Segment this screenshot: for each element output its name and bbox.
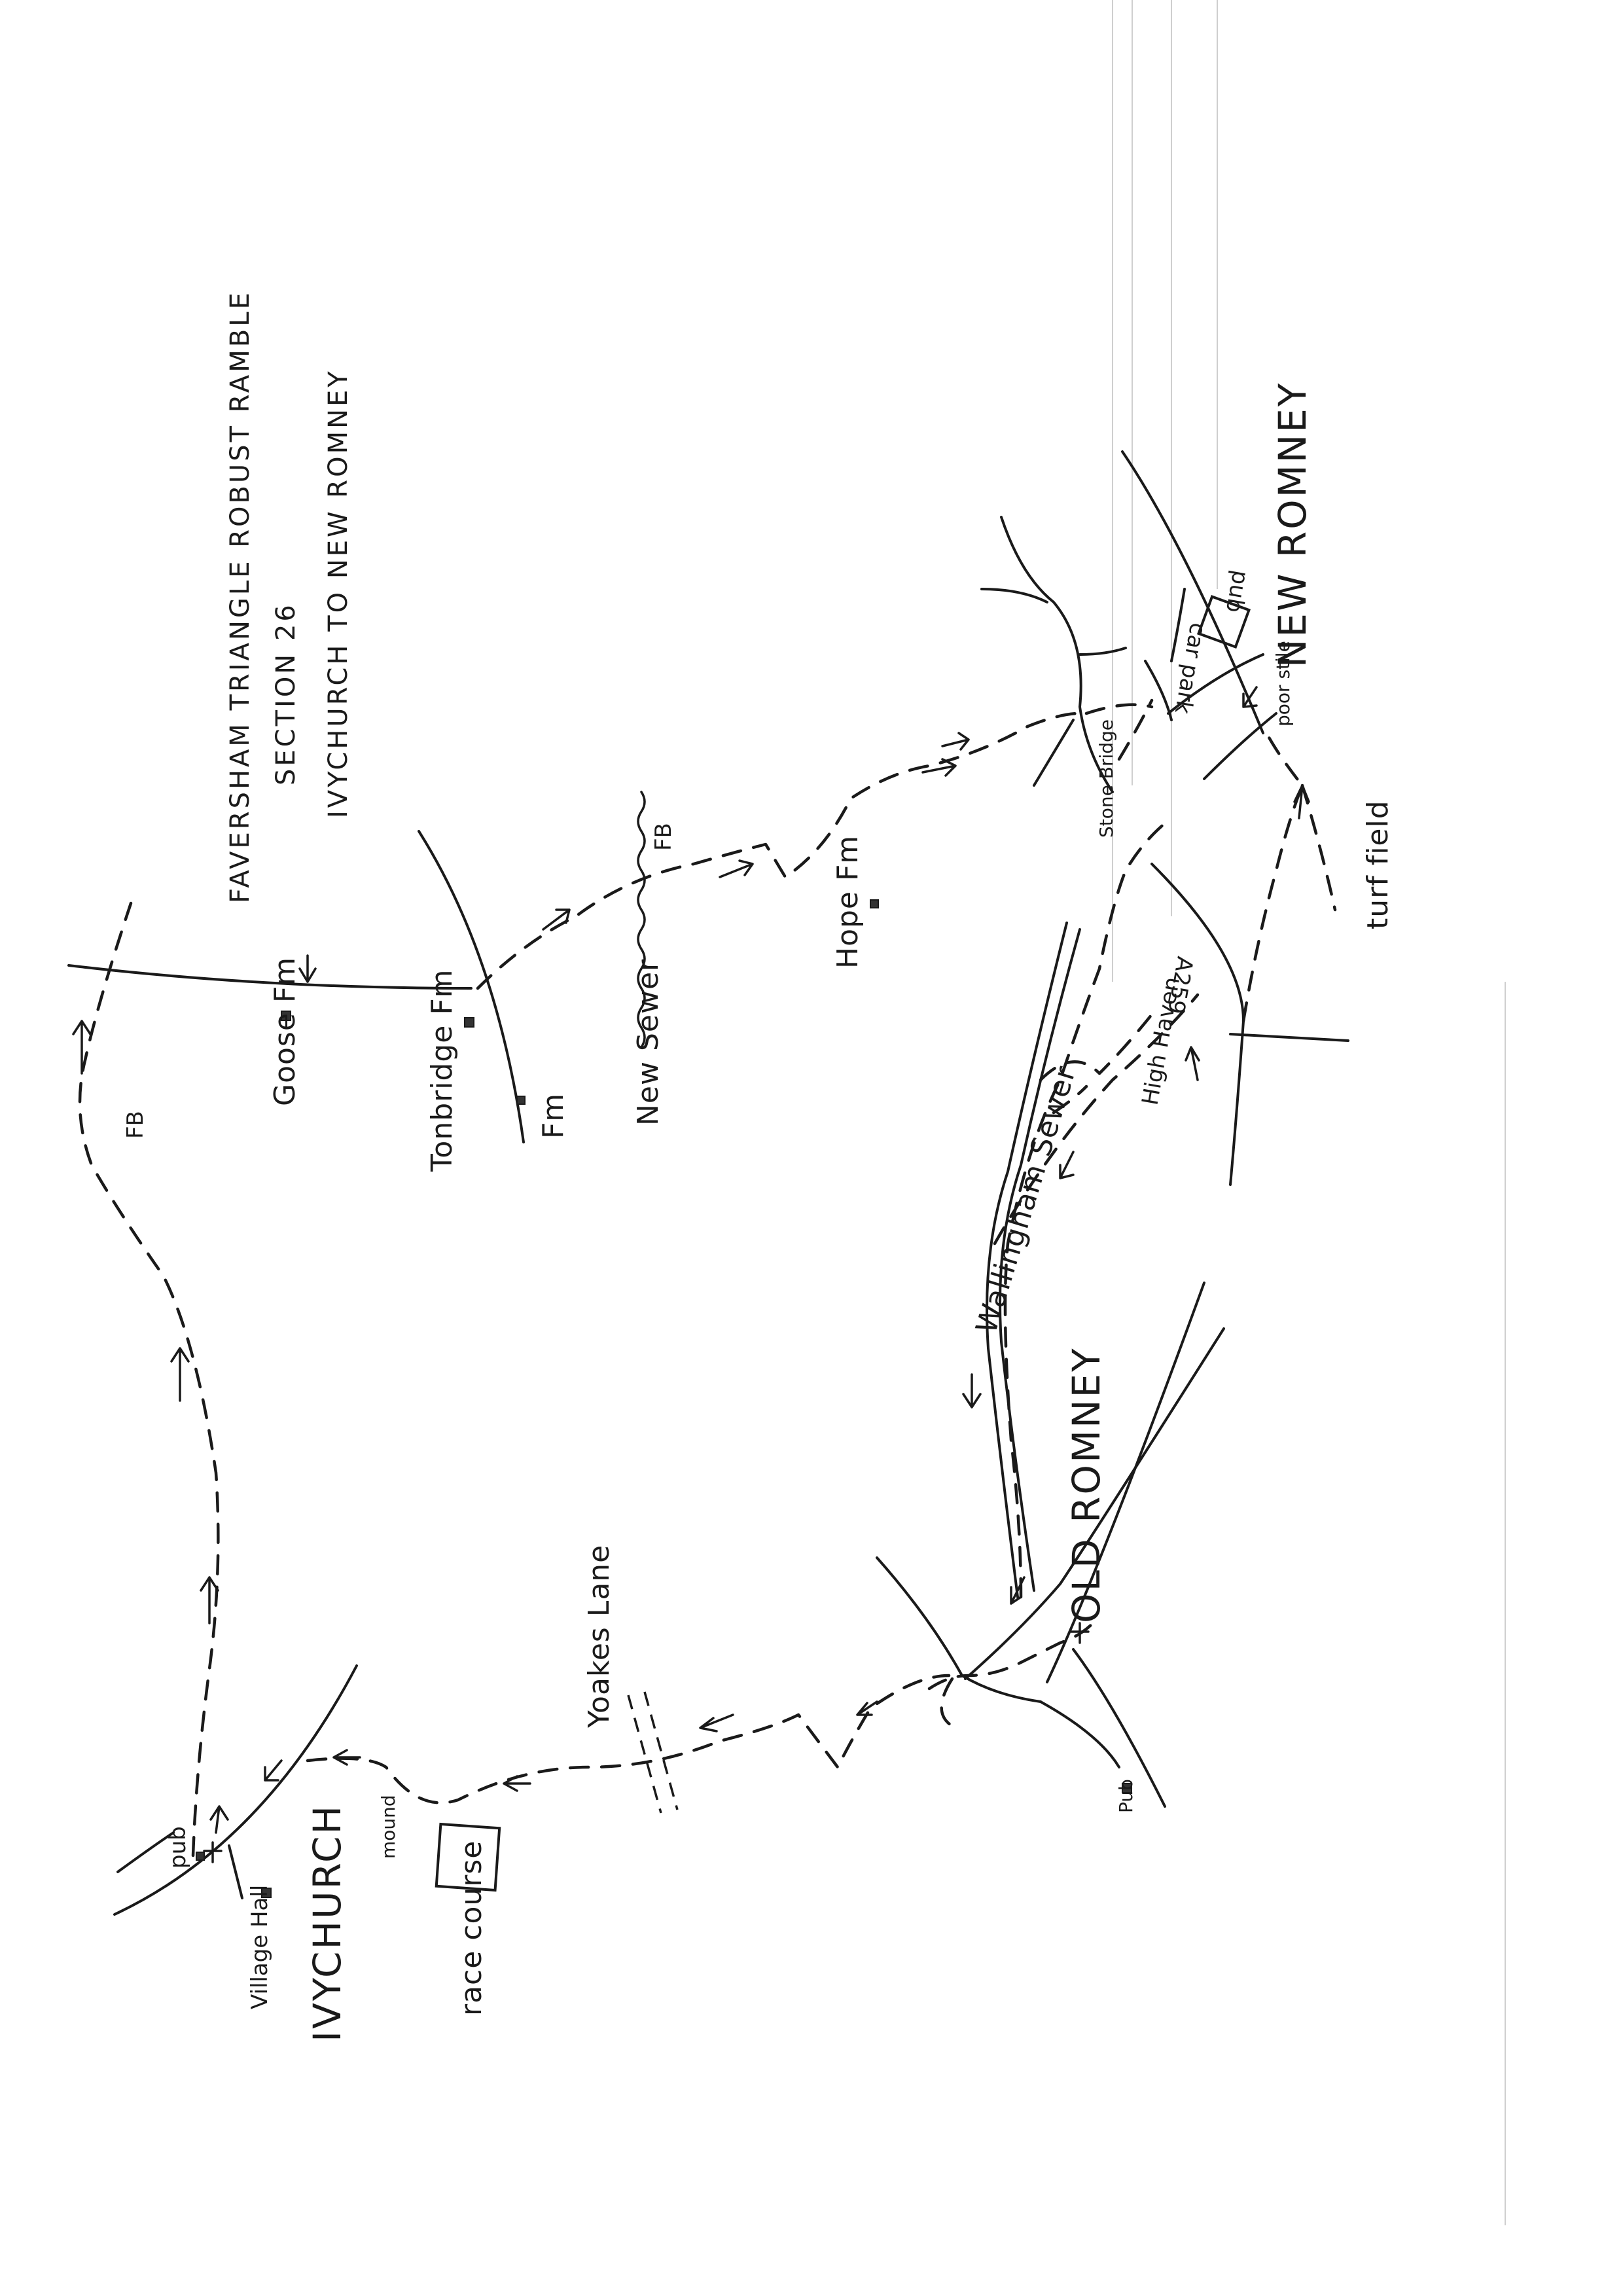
- roads: [67, 450, 1349, 1916]
- direction-arrows: [72, 686, 1310, 1834]
- stone-bridge-label: Stone Bridge: [1096, 719, 1117, 838]
- new-romney-label: NEW ROMNEY: [1270, 382, 1315, 668]
- hope-fm-building-icon: [870, 899, 879, 908]
- village-hall-label: Village Hall: [247, 1885, 273, 2009]
- car-park-square-icon: [1196, 594, 1251, 649]
- hope-fm-label: Hope Fm: [831, 835, 865, 969]
- mound-label: mound: [378, 1795, 399, 1859]
- goose-fm-building-icon: [281, 1011, 291, 1021]
- labels: pub Village Hall IVYCHURCH mound race co…: [122, 382, 1395, 2042]
- title-line-1: FAVERSHAM TRIANGLE ROBUST RAMBLE: [225, 290, 255, 903]
- a259-label: A259: [1162, 954, 1198, 1016]
- fb-east-label: FB: [651, 823, 677, 851]
- turf-field-label: turf field: [1361, 800, 1395, 929]
- tonbridge-fm-building-icon: [464, 1017, 474, 1028]
- old-romney-church-icon: [1070, 1622, 1090, 1644]
- building-markers: [196, 594, 1251, 1898]
- poor-stile-label: poor stile: [1272, 641, 1294, 726]
- race-course-plot-icon: [435, 1822, 501, 1892]
- title-line-3: IVYCHURCH TO NEW ROMNEY: [323, 368, 353, 818]
- new-sewer-line: [637, 791, 646, 1049]
- goose-fm-label: Goose Fm: [268, 957, 302, 1106]
- race-course-label: race course: [455, 1840, 488, 2016]
- walking-route: [78, 698, 1337, 1857]
- new-sewer-label: New Sewer: [632, 959, 665, 1126]
- old-romney-label: OLD ROMNEY: [1064, 1346, 1109, 1623]
- church-icons: [203, 1622, 1090, 1863]
- wallingham-sewer-label: Wallingham Sewer: [970, 1062, 1083, 1337]
- fm-label: Fm: [537, 1093, 570, 1139]
- pub-old-romney-building-icon: [1122, 1783, 1132, 1793]
- yoakes-lane-label: Yoakes Lane: [582, 1545, 616, 1729]
- ivychurch-church-icon: [203, 1841, 223, 1863]
- ivychurch-label: IVYCHURCH: [305, 1804, 349, 2042]
- tonbridge-fm-label: Tonbridge Fm: [425, 969, 459, 1172]
- fm-building-icon: [516, 1096, 526, 1105]
- pub-old-romney-label: Pub: [1115, 1779, 1137, 1813]
- title-block: FAVERSHAM TRIANGLE ROBUST RAMBLE SECTION…: [225, 290, 353, 903]
- yoakes-lane: [627, 1691, 679, 1814]
- wallingham-sewer-line: [986, 922, 1081, 1598]
- pub-new-romney-label: pub: [1221, 568, 1254, 615]
- scan-artefacts: [1112, 0, 1506, 2225]
- village-hall-building-icon: [261, 1888, 272, 1898]
- title-line-2: SECTION 26: [271, 602, 301, 785]
- fb-west-label: FB: [122, 1111, 149, 1139]
- pub-ivychurch-building-icon: [196, 1852, 205, 1861]
- pub-ivychurch-label: pub: [165, 1826, 191, 1869]
